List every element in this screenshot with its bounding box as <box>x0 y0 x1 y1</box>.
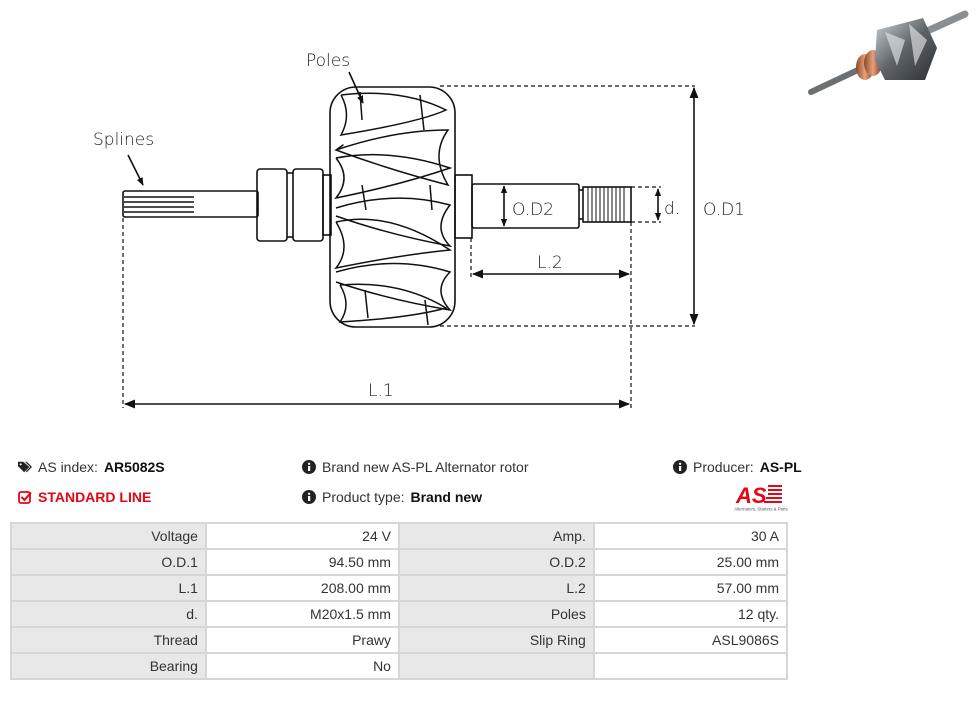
collar-1 <box>256 168 288 242</box>
spec-value: 94.50 mm <box>204 548 400 576</box>
standard-line-badge: STANDARD LINE <box>18 489 151 505</box>
spec-key <box>397 652 595 680</box>
spec-value: 25.00 mm <box>592 548 789 576</box>
spec-key: d. <box>10 600 207 628</box>
left-shaft <box>122 190 259 218</box>
spec-key: Voltage <box>10 522 207 550</box>
as-index: AS index: AR5082S <box>18 459 165 475</box>
spec-value: 24 V <box>204 522 400 550</box>
spec-value <box>592 652 789 680</box>
splines <box>124 196 194 213</box>
spec-key: Slip Ring <box>397 626 595 654</box>
spec-value: ASL9086S <box>592 626 789 654</box>
poles-leader <box>348 71 364 104</box>
collar-2 <box>292 168 324 242</box>
rotor-product-photo <box>808 10 969 95</box>
product-type: Product type: Brand new <box>302 489 482 505</box>
spec-key: L.1 <box>10 574 207 602</box>
splines-label: Splines <box>93 130 154 150</box>
as-index-value: AR5082S <box>103 459 165 475</box>
spec-key: Amp. <box>397 522 595 550</box>
logo-tagline: Alternators, Starters & Parts <box>734 507 788 512</box>
info-icon <box>302 460 316 474</box>
thread-section <box>582 186 632 223</box>
right-shaft <box>471 183 580 229</box>
od1-label: O.D1 <box>703 200 745 220</box>
spec-key: Bearing <box>10 652 207 680</box>
tags-icon <box>18 461 32 473</box>
spec-value: 57.00 mm <box>592 574 789 602</box>
l2-label: L.2 <box>537 253 563 273</box>
as-index-label: AS index: <box>38 459 98 475</box>
spec-value: 12 qty. <box>592 600 789 628</box>
spec-value: 208.00 mm <box>204 574 400 602</box>
spec-key: O.D.1 <box>10 548 207 576</box>
spec-value: M20x1.5 mm <box>204 600 400 628</box>
rotor-technical-drawing: Poles Splines O.D2 d. O.D1 L.2 L.1 <box>93 51 745 409</box>
checkbox-checked-icon <box>18 491 32 504</box>
description: Brand new AS-PL Alternator rotor <box>302 459 528 475</box>
logo-text: AS <box>735 483 767 508</box>
product-type-label: Product type: <box>322 489 405 505</box>
info-icon <box>673 460 687 474</box>
info-icon <box>302 490 316 504</box>
d-label: d. <box>664 199 680 219</box>
producer-value: AS-PL <box>759 459 802 475</box>
spec-key: O.D.2 <box>397 548 595 576</box>
claw-pole-body <box>329 86 456 328</box>
producer-label: Producer: <box>693 459 754 475</box>
splines-leader <box>127 154 144 186</box>
right-collar <box>454 174 473 239</box>
spec-key: Thread <box>10 626 207 654</box>
poles-label: Poles <box>306 51 350 71</box>
spec-value: Prawy <box>204 626 400 654</box>
spec-value: No <box>204 652 400 680</box>
producer: Producer: AS-PL <box>673 459 802 475</box>
od2-label: O.D2 <box>512 200 554 220</box>
pole-claws <box>334 91 453 326</box>
thread-lines <box>587 187 625 222</box>
spec-value: 30 A <box>592 522 789 550</box>
as-pl-logo: AS Alternators, Starters & Parts <box>734 483 788 512</box>
product-type-value: Brand new <box>410 489 483 505</box>
description-text: Brand new AS-PL Alternator rotor <box>322 459 529 475</box>
spec-key: L.2 <box>397 574 595 602</box>
standard-line-label: STANDARD LINE <box>38 489 152 505</box>
spec-key: Poles <box>397 600 595 628</box>
l1-label: L.1 <box>368 381 394 401</box>
